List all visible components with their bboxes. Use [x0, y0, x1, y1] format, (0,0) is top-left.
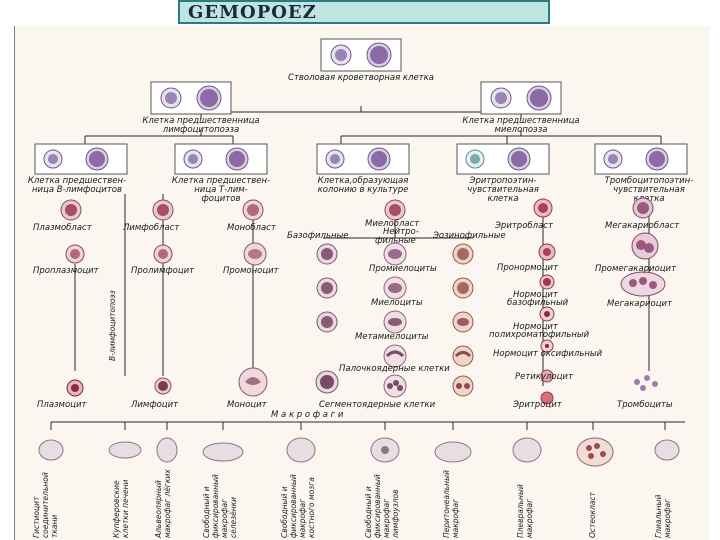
segmented-cells-label: Сегментоядерные клетки — [319, 400, 436, 410]
t-progenitor-label-1: Клетка предшествен- — [172, 176, 270, 186]
macrophage-icons — [38, 437, 680, 467]
erythro-label-1: Эритропоэтин- — [469, 176, 537, 186]
macrophages-label: М а к р о ф а г и — [271, 410, 344, 420]
mph-4-l0: Свободный и — [280, 486, 289, 538]
mph-9-l1: макрофаг — [663, 499, 672, 538]
erythroid-column — [538, 243, 556, 405]
promyelocytes-label: Промиелоциты — [369, 264, 437, 274]
lymphocyte-label: Лимфоцит — [130, 400, 179, 410]
cfu-label-1: Клетка,образующая — [318, 176, 409, 186]
mph-1-l1: клетки печени — [121, 479, 130, 538]
mph-5-l3: лимфоузлов — [391, 489, 400, 539]
mph-2-l0: Альвеолярный — [154, 480, 163, 539]
mph-3-l3: селезёнки — [229, 497, 238, 538]
mph-3-l0: Свободный и — [202, 486, 211, 538]
mph-4-l2: макрофаг — [298, 499, 307, 538]
erythropoietin-sensitive-node: Эритропоэтин- чувствительная клетка — [456, 143, 550, 204]
thrombo-label-2: чувствительная — [613, 185, 685, 195]
myelopoiesis-progenitor-label-1: Клетка предшественница — [462, 116, 579, 126]
basophilic-label: Базофильные — [287, 231, 349, 241]
basophilic-normocyte-label-2: базофильный — [507, 298, 569, 308]
pro-row: Проплазмоцит Пролимфоцит Промоноцит — [33, 242, 280, 276]
cfu-label-2: колонию в культуре — [318, 185, 409, 195]
neutrophilic-label-2: фильные — [375, 236, 416, 246]
promonocyte-label: Промоноцит — [223, 266, 280, 276]
b-lymphocyte-progenitor-node: Клетка предшествен- ница В-лимфоцитов — [28, 143, 128, 195]
erythro-label-2: чувствительная — [467, 185, 539, 195]
mph-5-l2: макрофаг — [382, 499, 391, 538]
mph-8-l0: Остеокласт — [588, 491, 597, 538]
prolymphocyte-label: Пролимфоцит — [131, 266, 195, 276]
proplasmocyte-label: Проплазмоцит — [33, 266, 100, 276]
neutrophil-column — [383, 242, 407, 398]
oxyphilic-normocyte-label: Нормоцит оксифильный — [493, 349, 603, 359]
mph-0-l0: Гистиоцит — [32, 496, 41, 538]
stem-cell-label: Стволовая кроветворная клетка — [288, 73, 434, 83]
reticulocyte-label: Ретикулоцит — [515, 372, 574, 382]
megakaryocyte-label: Мегакариоцит — [607, 299, 673, 309]
mph-3-l1: фиксированный — [211, 474, 220, 538]
myeloblast-label: Миелобласт — [365, 219, 420, 229]
thrombo-label-1: Тромбоцитопоэтин- — [605, 176, 694, 186]
thrombopoietin-sensitive-node: Тромбоцитопоэтин- чувствительная клетка — [594, 143, 694, 204]
mph-7-l0: Плевральный — [516, 484, 525, 538]
monoblast-label: Монобласт — [227, 223, 277, 233]
blast-row: Плазмобласт Лимфобласт Монобласт Миелобл… — [33, 197, 680, 233]
monocyte-label: Моноцит — [227, 400, 268, 410]
mph-4-l3: костного мозга — [307, 477, 316, 538]
basophil-column — [315, 243, 339, 394]
macrophage-labels: Гистиоцит соединительной ткани Купферовс… — [32, 469, 672, 539]
b-progenitor-label-2: ница В-лимфоцитов — [32, 185, 122, 195]
connectors — [50, 106, 685, 430]
megakaryocyte-column — [620, 232, 666, 391]
myelocytes-label: Миелоциты — [371, 298, 423, 308]
page-title: GEMOPOEZ — [178, 0, 550, 24]
plasmoblast-label: Плазмобласт — [33, 223, 93, 233]
t-lymphocyte-progenitor-node: Клетка предшествен- ница Т-лим- фоцитов — [172, 143, 270, 204]
eosinophilic-label: Эозинофильные — [432, 231, 506, 241]
mph-6-l0: Перитонеальный — [442, 470, 451, 538]
mature-row — [66, 367, 268, 397]
plasmocyte-label: Плазмоцит — [37, 400, 87, 410]
mph-1-l0: Купферовские — [112, 480, 121, 538]
mph-7-l1: макрофаг — [525, 499, 534, 538]
lymphoblast-label: Лимфобласт — [122, 223, 180, 233]
hematopoiesis-diagram: Стволовая кроветворная клетка Клетка пре… — [14, 26, 709, 540]
lymphopoiesis-progenitor-label-2: лимфоцитопоэза — [162, 125, 239, 135]
erythrocyte-label: Эритроцит — [512, 400, 563, 410]
erythroblast-label: Эритробласт — [494, 221, 554, 231]
mph-0-l2: ткани — [50, 515, 59, 538]
mph-6-l1: макрофаг — [451, 499, 460, 538]
lymphopoiesis-progenitor-label-1: Клетка предшественница — [142, 116, 259, 126]
thrombo-label-3: клетка — [633, 194, 664, 204]
mph-5-l1: фиксированный — [373, 474, 382, 538]
polychromatophilic-normocyte-label-1: Нормоцит — [513, 322, 559, 332]
b-progenitor-label-1: Клетка предшествен- — [28, 176, 126, 186]
cfu-culture-cell-node: Клетка,образующая колонию в культуре — [316, 143, 410, 195]
myelopoiesis-progenitor-label-2: миелопоэза — [495, 125, 548, 135]
mph-0-l1: соединительной — [41, 472, 50, 538]
mph-4-l1: фиксированный — [289, 474, 298, 538]
pronormocyte-label: Пронормоцит — [497, 263, 559, 273]
erythro-label-3: клетка — [487, 194, 518, 204]
t-progenitor-label-3: фоцитов — [202, 194, 241, 204]
mph-2-l1: макрофаг лёгких — [163, 469, 172, 538]
promegakaryocyte-label: Промегакариоцит — [595, 264, 677, 274]
mph-3-l2: макрофаг — [220, 499, 229, 538]
mph-5-l0: Свободный и — [364, 486, 373, 538]
eosinophil-column — [452, 243, 474, 397]
lymphopoiesis-progenitor-node: Клетка предшественница лимфоцитопоэза — [142, 81, 260, 135]
metamyelocytes-label: Метамиелоциты — [355, 332, 429, 342]
stem-cell-node: Стволовая кроветворная клетка — [288, 38, 434, 83]
neutrophilic-label-1: Нейтро- — [383, 227, 419, 237]
mph-9-l0: Глиальный — [654, 495, 663, 538]
megakaryoblast-label: Мегакариобласт — [605, 221, 680, 231]
polychromatophilic-normocyte-label-2: полихроматофильный — [489, 330, 590, 340]
basophilic-normocyte-label-1: Нормоцит — [513, 290, 559, 300]
myelopoiesis-progenitor-node: Клетка предшественница миелопоэза — [462, 81, 580, 135]
band-cells-label: Палочкоядерные клетки — [339, 364, 450, 374]
t-progenitor-label-2: ница Т-лим- — [194, 185, 247, 195]
b-lymphocytopoiesis-label: В-лимфоцитопоэз — [108, 290, 117, 361]
platelets-label: Тромбоциты — [617, 400, 673, 410]
